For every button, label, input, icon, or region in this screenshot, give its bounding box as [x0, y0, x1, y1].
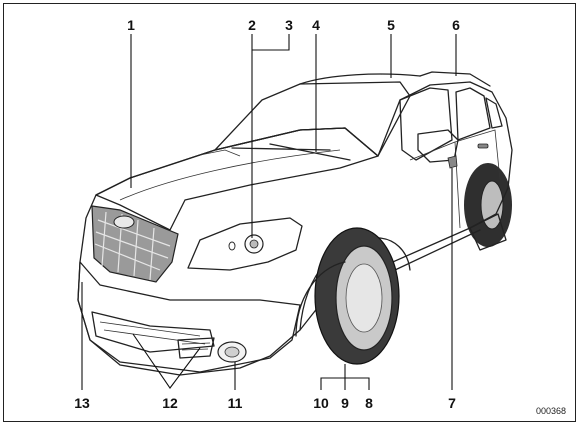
- figure-id: 000368: [536, 406, 566, 416]
- hood-crease: [119, 149, 341, 201]
- callout-7: 7: [448, 395, 456, 411]
- callout-13: 13: [74, 395, 90, 411]
- roof-rail-front: [299, 73, 421, 85]
- roof-rail-rear: [419, 71, 491, 87]
- bumper-side-vent: [177, 337, 215, 359]
- rear-wheel-rim: [480, 180, 504, 230]
- callout-5: 5: [387, 17, 395, 33]
- lower-grille-intake: [91, 311, 215, 353]
- callout-12: 12: [162, 395, 178, 411]
- door-seams: [409, 129, 501, 229]
- mirror-turn-signal: [447, 155, 458, 169]
- headlight-low-beam: [228, 241, 236, 251]
- callout-10: 10: [313, 395, 329, 411]
- callout-numbers: 1 2 3 4 5 6 7 8 9 10 11 12 13: [74, 17, 460, 411]
- callout-8: 8: [365, 395, 373, 411]
- callout-6: 6: [452, 17, 460, 33]
- leader-12: [132, 333, 201, 389]
- wiper-blades: [231, 143, 351, 161]
- callout-3: 3: [285, 17, 293, 33]
- front-side-window: [399, 87, 453, 161]
- quarter-window: [485, 97, 503, 129]
- door-handle: [477, 143, 489, 149]
- callout-4: 4: [312, 17, 320, 33]
- callout-1: 1: [127, 17, 135, 33]
- leader-lines: [81, 34, 457, 390]
- headlight-assembly: [187, 217, 303, 271]
- car-illustration: [77, 71, 513, 376]
- leader-3: [252, 34, 290, 51]
- callout-11: 11: [228, 395, 243, 411]
- rear-side-window: [455, 87, 491, 141]
- front-emblem: [113, 215, 135, 229]
- callout-2: 2: [248, 17, 256, 33]
- callout-9: 9: [341, 395, 349, 411]
- front-bumper: [77, 261, 301, 373]
- grille-mesh: [94, 211, 171, 281]
